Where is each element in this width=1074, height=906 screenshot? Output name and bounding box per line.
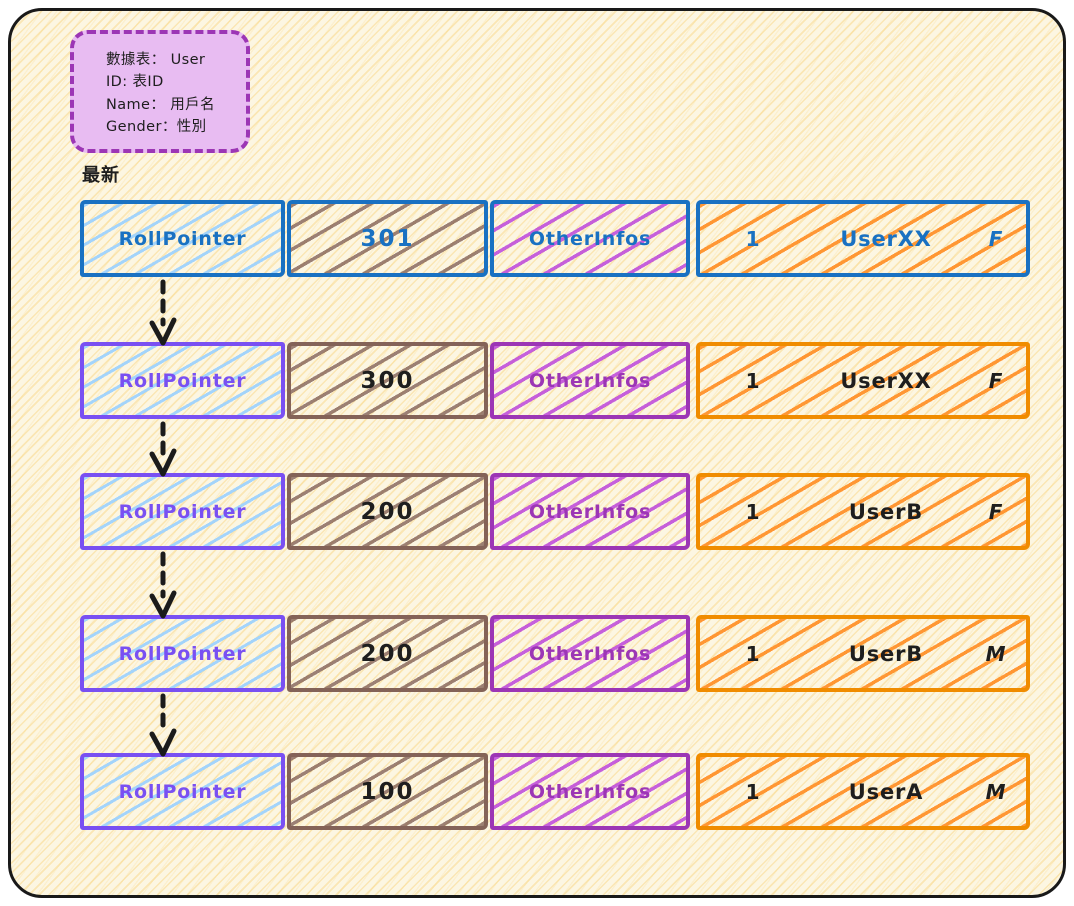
record-gender-segment: M: [985, 641, 1007, 666]
record-id-segment: 1: [745, 499, 761, 524]
roll-pointer-cell: RollPointer: [80, 342, 285, 419]
other-infos-cell: OtherInfos: [490, 615, 690, 692]
roll-pointer-cell: RollPointer: [80, 753, 285, 830]
version-row: RollPointer 200 OtherInfos 1 UserB M: [80, 615, 1030, 692]
record-cell: 1 UserB M: [696, 615, 1030, 692]
record-cell: 1 UserA M: [696, 753, 1030, 830]
table-note: 數據表： User ID: 表ID Name： 用戶名 Gender：性別: [70, 30, 250, 153]
record-id-segment: 1: [745, 779, 761, 804]
note-line-gender: Gender：性別: [106, 119, 207, 136]
record-gender-segment: F: [988, 499, 1004, 524]
trx-id-cell: 200: [287, 473, 488, 550]
record-gender-segment: F: [988, 226, 1004, 251]
record-name-segment: UserXX: [840, 226, 932, 251]
note-line-id: ID: 表ID: [106, 74, 164, 91]
roll-pointer-cell: RollPointer: [80, 200, 285, 277]
record-name-segment: UserA: [848, 779, 924, 804]
record-name-segment: UserB: [848, 641, 924, 666]
other-infos-cell: OtherInfos: [490, 342, 690, 419]
trx-id-cell: 100: [287, 753, 488, 830]
roll-pointer-cell: RollPointer: [80, 615, 285, 692]
record-name-segment: UserXX: [840, 368, 932, 393]
latest-label: 最新: [82, 165, 120, 186]
trx-id-cell: 300: [287, 342, 488, 419]
record-cell: 1 UserXX F: [696, 342, 1030, 419]
note-line-table: 數據表： User: [106, 52, 206, 68]
version-row-latest: RollPointer 301 OtherInfos 1 UserXX F: [80, 200, 1030, 277]
version-row: RollPointer 200 OtherInfos 1 UserB F: [80, 473, 1030, 550]
record-id-segment: 1: [745, 641, 761, 666]
record-cell: 1 UserB F: [696, 473, 1030, 550]
record-id-segment: 1: [745, 226, 761, 251]
record-gender-segment: M: [985, 779, 1007, 804]
other-infos-cell: OtherInfos: [490, 473, 690, 550]
record-gender-segment: F: [988, 368, 1004, 393]
roll-pointer-cell: RollPointer: [80, 473, 285, 550]
record-cell: 1 UserXX F: [696, 200, 1030, 277]
trx-id-cell: 301: [287, 200, 488, 277]
trx-id-cell: 200: [287, 615, 488, 692]
other-infos-cell: OtherInfos: [490, 200, 690, 277]
other-infos-cell: OtherInfos: [490, 753, 690, 830]
note-line-name: Name： 用戶名: [106, 96, 215, 113]
diagram-canvas: [8, 8, 1066, 898]
version-row: RollPointer 300 OtherInfos 1 UserXX F: [80, 342, 1030, 419]
record-name-segment: UserB: [848, 499, 924, 524]
version-row: RollPointer 100 OtherInfos 1 UserA M: [80, 753, 1030, 830]
record-id-segment: 1: [745, 368, 761, 393]
